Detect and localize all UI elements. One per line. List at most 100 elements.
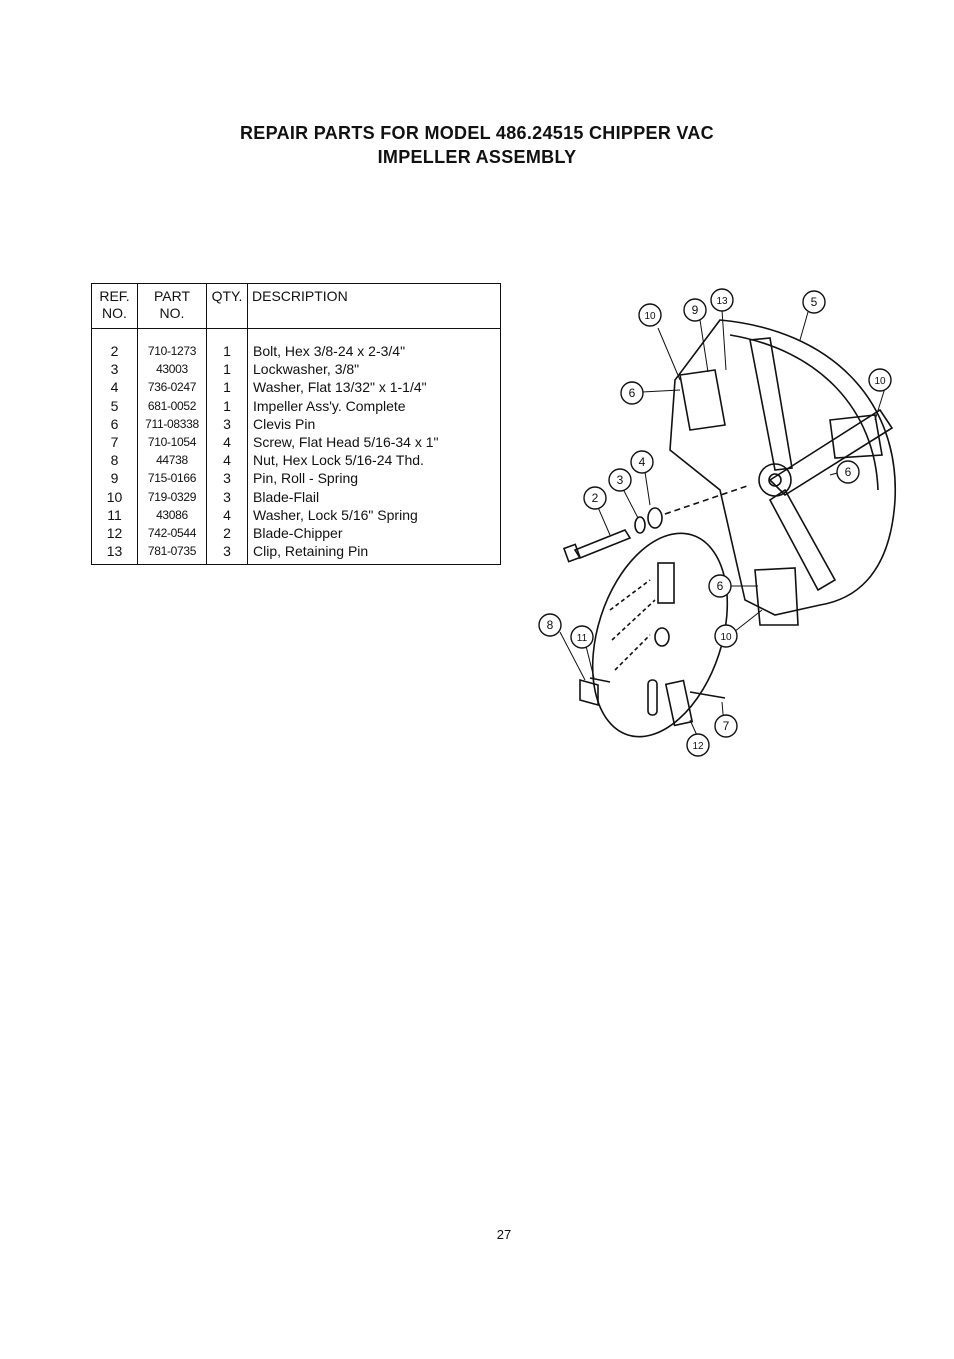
qty-cell: 4 (223, 452, 231, 469)
ref-cell: 13 (106, 543, 123, 560)
callout-label: 11 (577, 633, 588, 644)
hub-bore (768, 473, 782, 487)
qty-cell: 1 (223, 397, 231, 414)
qty-cell: 1 (223, 361, 231, 378)
header-part: PART NO. (138, 288, 206, 322)
callout-circle (620, 381, 644, 405)
description-cell: Bolt, Hex 3/8-24 x 2-3/4" (253, 343, 406, 359)
part-number-cell: 736-0247 (147, 380, 197, 395)
qty-cell: 1 (223, 343, 231, 359)
callout-label: 4 (639, 455, 646, 469)
callout-label: 8 (547, 618, 554, 632)
flail-blade (829, 414, 883, 459)
part-number-cell: 719-0329 (147, 489, 197, 504)
callout-circle (686, 733, 710, 757)
description-cell: Clip, Retaining Pin (253, 543, 369, 560)
callout-circle (608, 468, 632, 492)
qty-cell: 3 (223, 470, 231, 487)
description-cell: Blade-Flail (253, 488, 320, 505)
hidden-lines (609, 579, 656, 671)
part-number-cell: 710-1273 (147, 344, 197, 358)
ref-cell: 11 (107, 506, 122, 523)
qty-cell: 3 (223, 543, 231, 560)
callout-circle (836, 460, 860, 484)
part-number-cell: 44738 (156, 453, 188, 468)
callout-label: 9 (692, 303, 699, 317)
table-header-divider (92, 328, 500, 329)
header-part-line2: NO. (159, 305, 185, 321)
callout-label: 7 (723, 719, 730, 733)
qty-cell: 1 (223, 379, 231, 396)
table-divider (247, 284, 248, 564)
ref-cell: 2 (110, 343, 119, 359)
table-row: 3 43003 1 Lockwasher, 3/8" (92, 360, 500, 378)
flail-blade (754, 567, 799, 626)
flail-blade (679, 369, 726, 431)
impeller-hub (758, 463, 792, 497)
header-ref: REF. NO. (92, 288, 137, 322)
ref-cell: 5 (110, 397, 119, 414)
description-cell: Washer, Lock 5/16" Spring (253, 506, 418, 523)
callout-label: 5 (811, 295, 818, 309)
callout-circle (708, 574, 732, 598)
ref-cell: 9 (110, 470, 119, 487)
callout-circle (538, 613, 562, 637)
blade-slot (647, 679, 658, 716)
flat-head-screw (689, 691, 726, 699)
leader-lines (559, 309, 886, 743)
qty-cell: 3 (223, 415, 231, 432)
callout-label: 10 (720, 632, 732, 643)
impeller-paddle (749, 337, 793, 471)
ref-cell: 7 (110, 433, 119, 450)
bolt-head (562, 543, 582, 563)
part-number-cell: 715-0166 (147, 471, 197, 486)
part-number-cell: 710-1054 (147, 434, 197, 449)
callout-circle (583, 486, 607, 510)
description-cell: Impeller Ass'y. Complete (253, 397, 406, 414)
part-number-cell: 43003 (156, 362, 188, 377)
qty-cell: 2 (223, 524, 231, 541)
callout-label: 13 (716, 296, 728, 307)
description-cell: Washer, Flat 13/32" x 1-1/4" (253, 379, 427, 396)
description-cell: Clevis Pin (253, 415, 316, 432)
callout-label: 6 (717, 579, 724, 593)
ref-cell: 12 (106, 524, 123, 541)
header-description: DESCRIPTION (252, 288, 348, 304)
callout-circle (630, 450, 654, 474)
table-body: 2 710-1273 1 Bolt, Hex 3/8-24 x 2-3/4" 3 4300… (92, 342, 500, 560)
chipper-blade (657, 562, 675, 604)
table-divider (137, 284, 138, 564)
flat-washer (647, 507, 663, 529)
callout-label: 6 (845, 465, 852, 479)
table-row: 2 710-1273 1 Bolt, Hex 3/8-24 x 2-3/4" (92, 342, 500, 360)
header-ref-line2: NO. (102, 305, 127, 321)
disc-hub (654, 627, 670, 647)
assembly-line (664, 484, 751, 515)
page-title: REPAIR PARTS FOR MODEL 486.24515 CHIPPER… (240, 123, 714, 143)
callout-circle (868, 368, 892, 392)
hex-nut (579, 678, 599, 707)
spring-lock-washer (589, 677, 611, 683)
callout-circle (710, 288, 734, 312)
lockwasher (634, 516, 646, 534)
qty-cell: 4 (223, 433, 231, 450)
callout-label: 10 (874, 376, 886, 387)
ref-cell: 3 (110, 361, 119, 378)
callout-label: 10 (644, 311, 656, 322)
description-cell: Lockwasher, 3/8" (253, 361, 360, 378)
chipper-disc (591, 532, 729, 738)
impeller-paddle (768, 408, 894, 497)
ref-cell: 8 (110, 452, 119, 469)
impeller-paddle (768, 488, 837, 592)
page-number: 27 (496, 1227, 512, 1242)
description-cell: Nut, Hex Lock 5/16-24 Thd. (253, 452, 424, 469)
